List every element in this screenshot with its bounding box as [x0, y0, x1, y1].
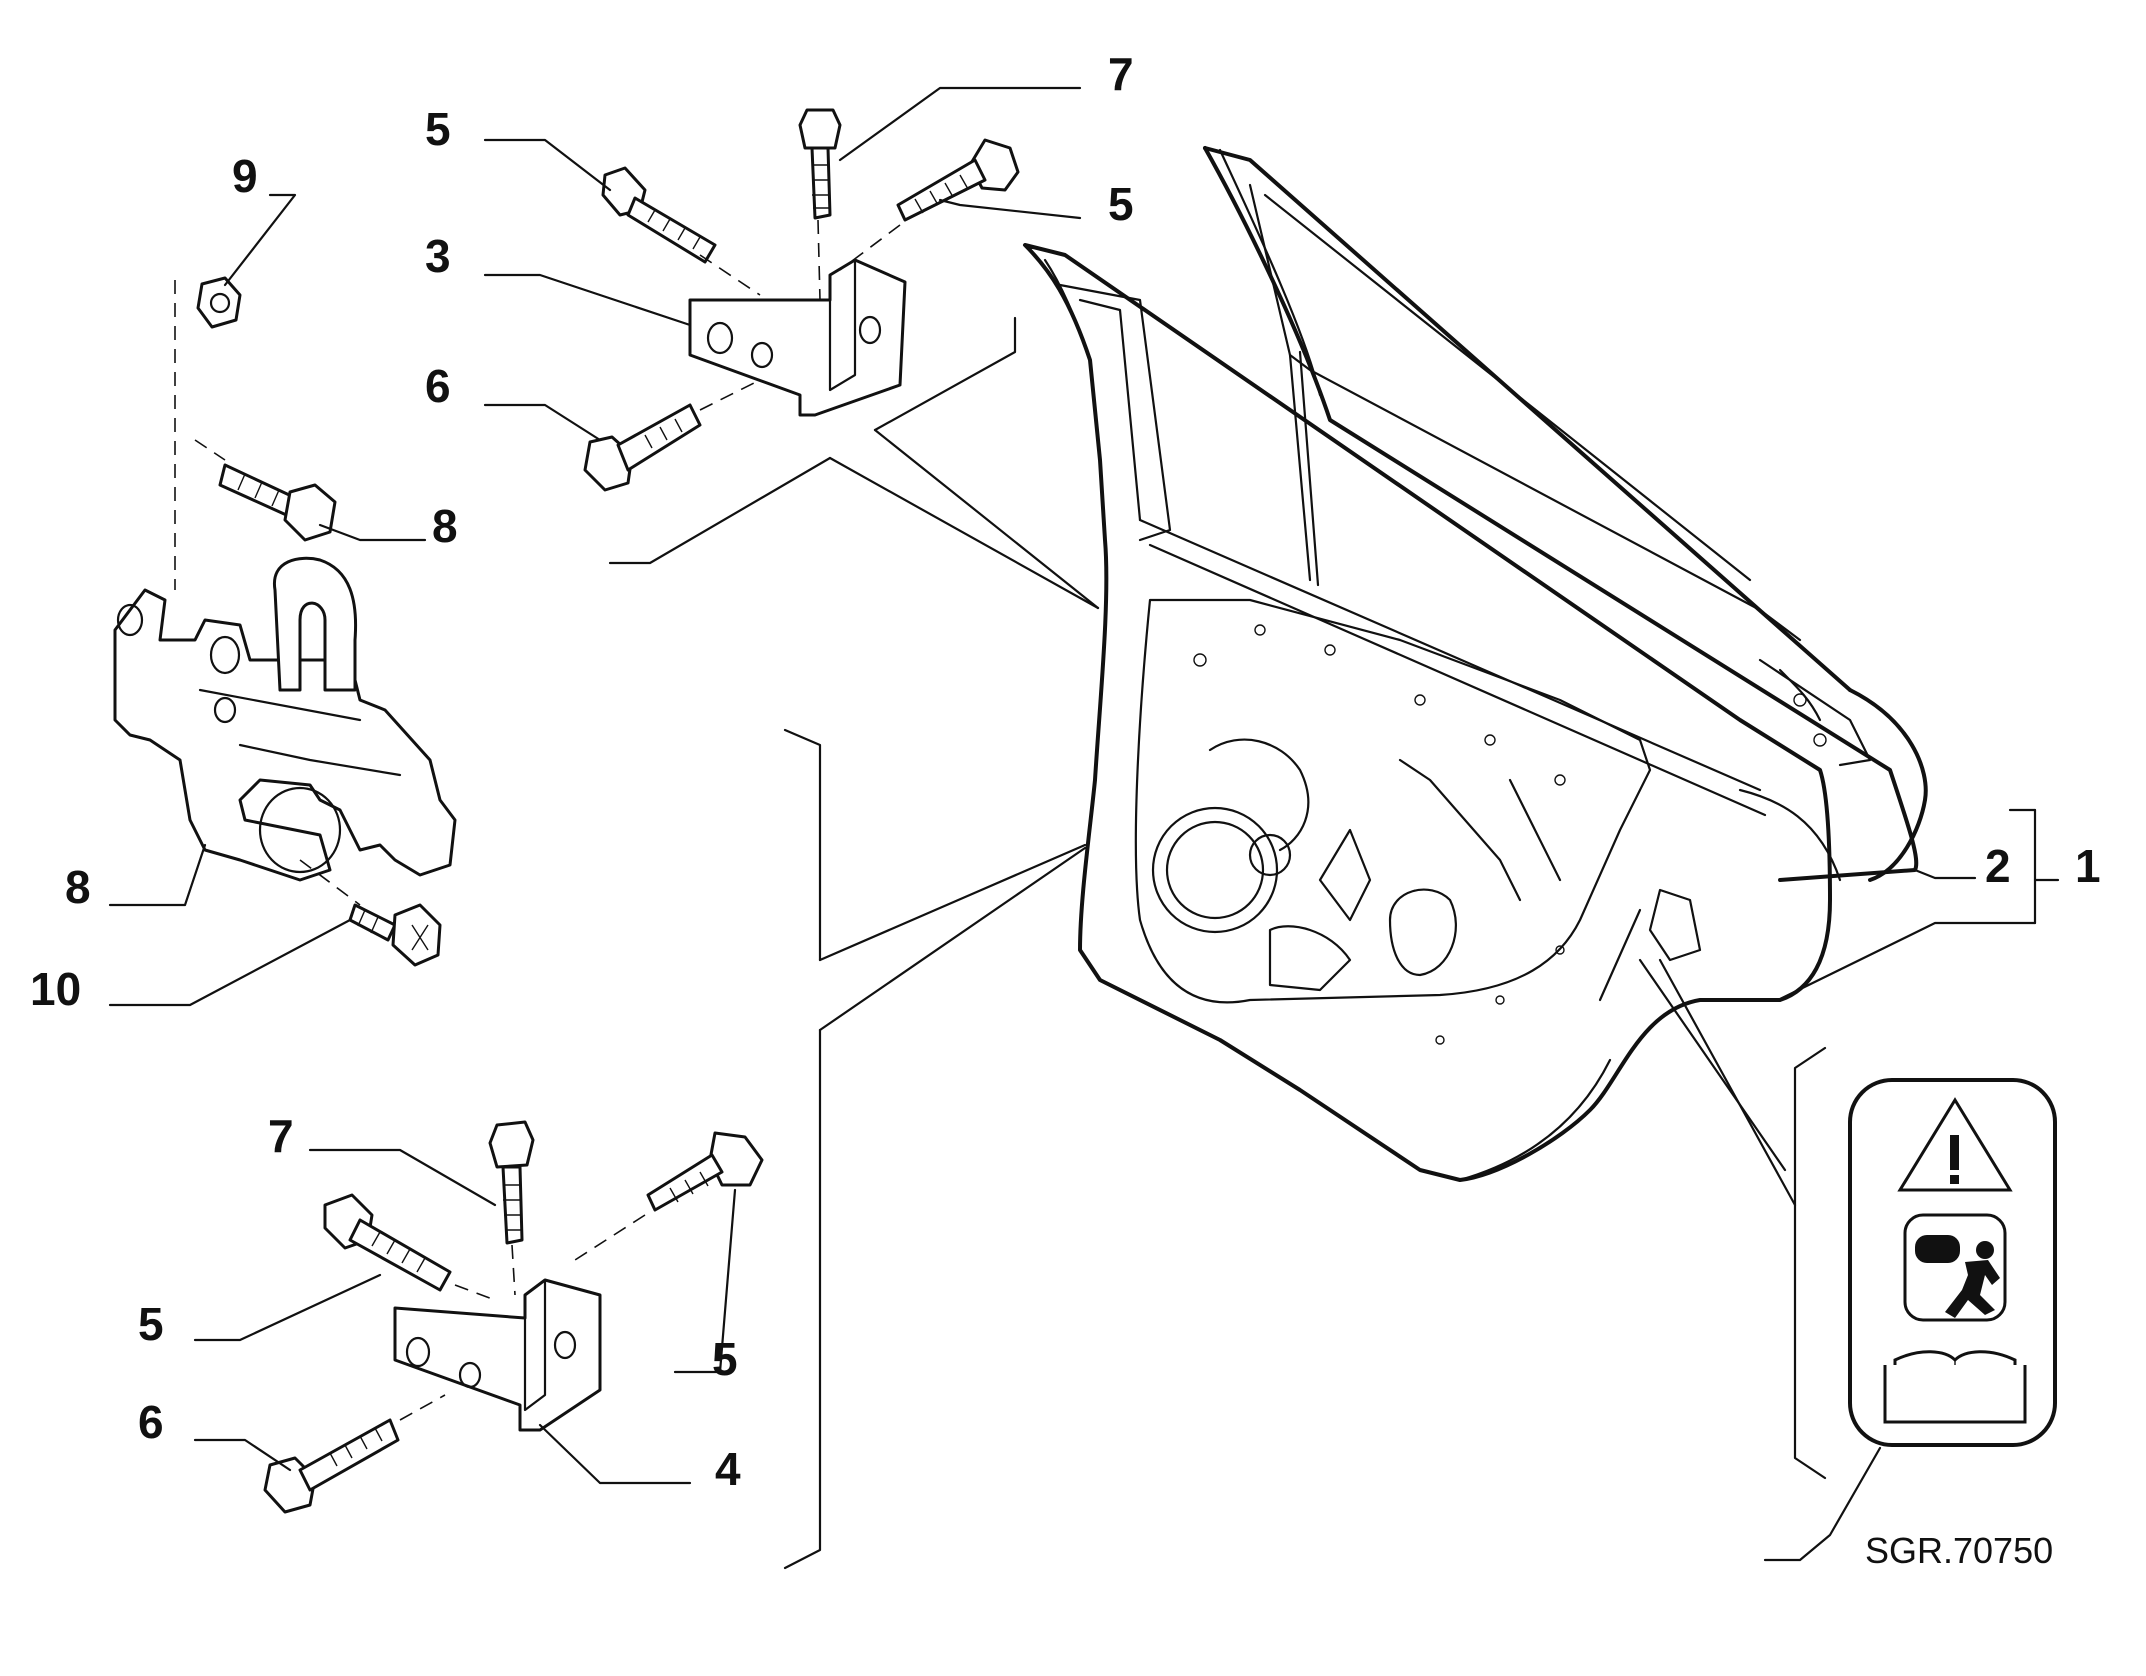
- door-check-group: [113, 276, 457, 967]
- manual-book-icon: [1883, 1350, 2027, 1424]
- bolt-7-upper: [798, 108, 842, 220]
- callout-6-top: 6: [425, 360, 451, 412]
- nut-9: [196, 276, 242, 329]
- bolt-8-upper: [218, 463, 337, 542]
- lower-hinge-group: [263, 1120, 764, 1514]
- callout-5-top-right: 5: [1108, 178, 1134, 230]
- callout-1: 1: [2075, 840, 2101, 892]
- hinge-bracket-3: [688, 258, 907, 417]
- callout-8-top: 8: [432, 500, 458, 552]
- warning-triangle-icon: [1897, 1097, 2013, 1192]
- callout-3: 3: [425, 230, 451, 282]
- callout-5-top-left: 5: [425, 103, 451, 155]
- callout-8-lower: 8: [65, 861, 91, 913]
- callout-4: 4: [715, 1443, 741, 1495]
- upper-hinge-group: [583, 108, 1020, 492]
- door-check-strap: [113, 556, 457, 882]
- callout-9: 9: [232, 150, 258, 202]
- safety-icon-panel: [1848, 1078, 2057, 1447]
- bolt-6-lower: [263, 1418, 400, 1514]
- callout-10: 10: [30, 963, 81, 1015]
- callout-5-lower-right: 5: [712, 1333, 738, 1385]
- callout-2: 2: [1985, 840, 2011, 892]
- bolt-5-lower-right: [646, 1131, 764, 1212]
- bolt-5-lower-left: [323, 1193, 452, 1292]
- callout-labels: 7 5 5 9 3 6 8 8 10 7 5 5 6 4 2 1 SGR.707…: [30, 48, 2101, 1571]
- callout-5-lower-left: 5: [138, 1298, 164, 1350]
- bolt-5-upper-left: [601, 166, 717, 264]
- callout-7-top: 7: [1108, 48, 1134, 100]
- reference-code: SGR.70750: [1865, 1530, 2053, 1571]
- bolt-5-upper-right: [896, 138, 1020, 222]
- hinge-bracket-4: [393, 1278, 602, 1432]
- rear-door-panel: [1023, 146, 1928, 1182]
- bolt-7-lower: [488, 1120, 535, 1245]
- callout-7-lower: 7: [268, 1110, 294, 1162]
- callout-6-lower: 6: [138, 1396, 164, 1448]
- leader-lines: [108, 86, 2060, 1570]
- airbag-warning-icon: [1903, 1213, 2007, 1322]
- bolt-10: [348, 903, 442, 967]
- bolt-6-upper: [583, 403, 702, 492]
